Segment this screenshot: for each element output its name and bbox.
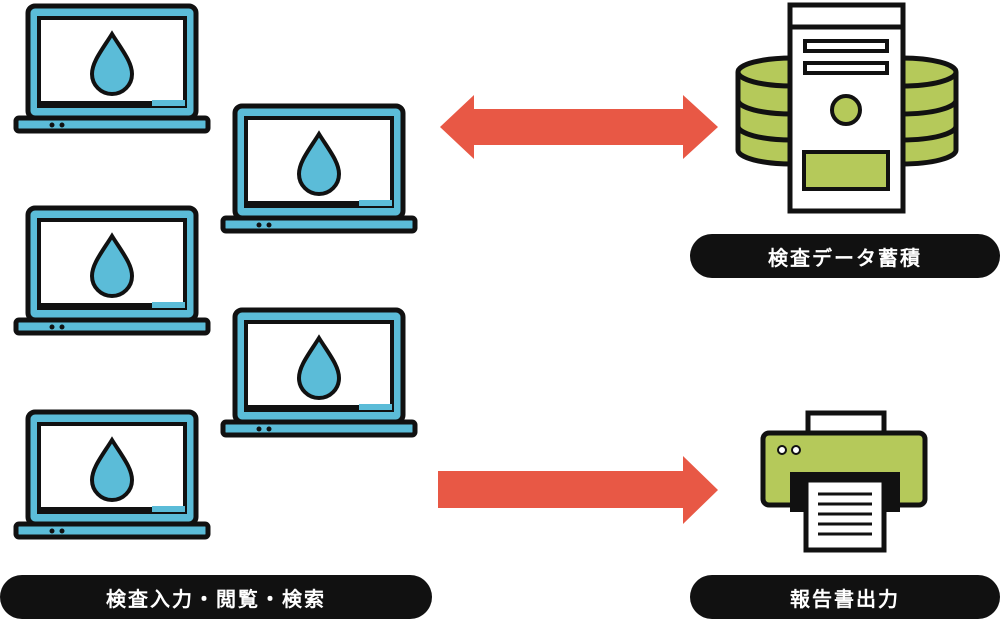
laptop-4 bbox=[223, 310, 415, 435]
database-server-icon bbox=[735, 2, 959, 214]
laptop-3 bbox=[16, 208, 208, 333]
input-view-search-label: 検査入力・閲覧・検索 bbox=[0, 575, 432, 619]
data-storage-label: 検査データ蓄積 bbox=[690, 234, 1000, 278]
bidirectional-arrow bbox=[440, 95, 718, 159]
report-output-label: 報告書出力 bbox=[690, 575, 1000, 619]
laptop-5 bbox=[16, 412, 208, 537]
laptop-2 bbox=[223, 106, 415, 231]
laptop-1 bbox=[16, 6, 208, 131]
right-arrow bbox=[438, 456, 718, 524]
printer-icon bbox=[760, 410, 928, 553]
